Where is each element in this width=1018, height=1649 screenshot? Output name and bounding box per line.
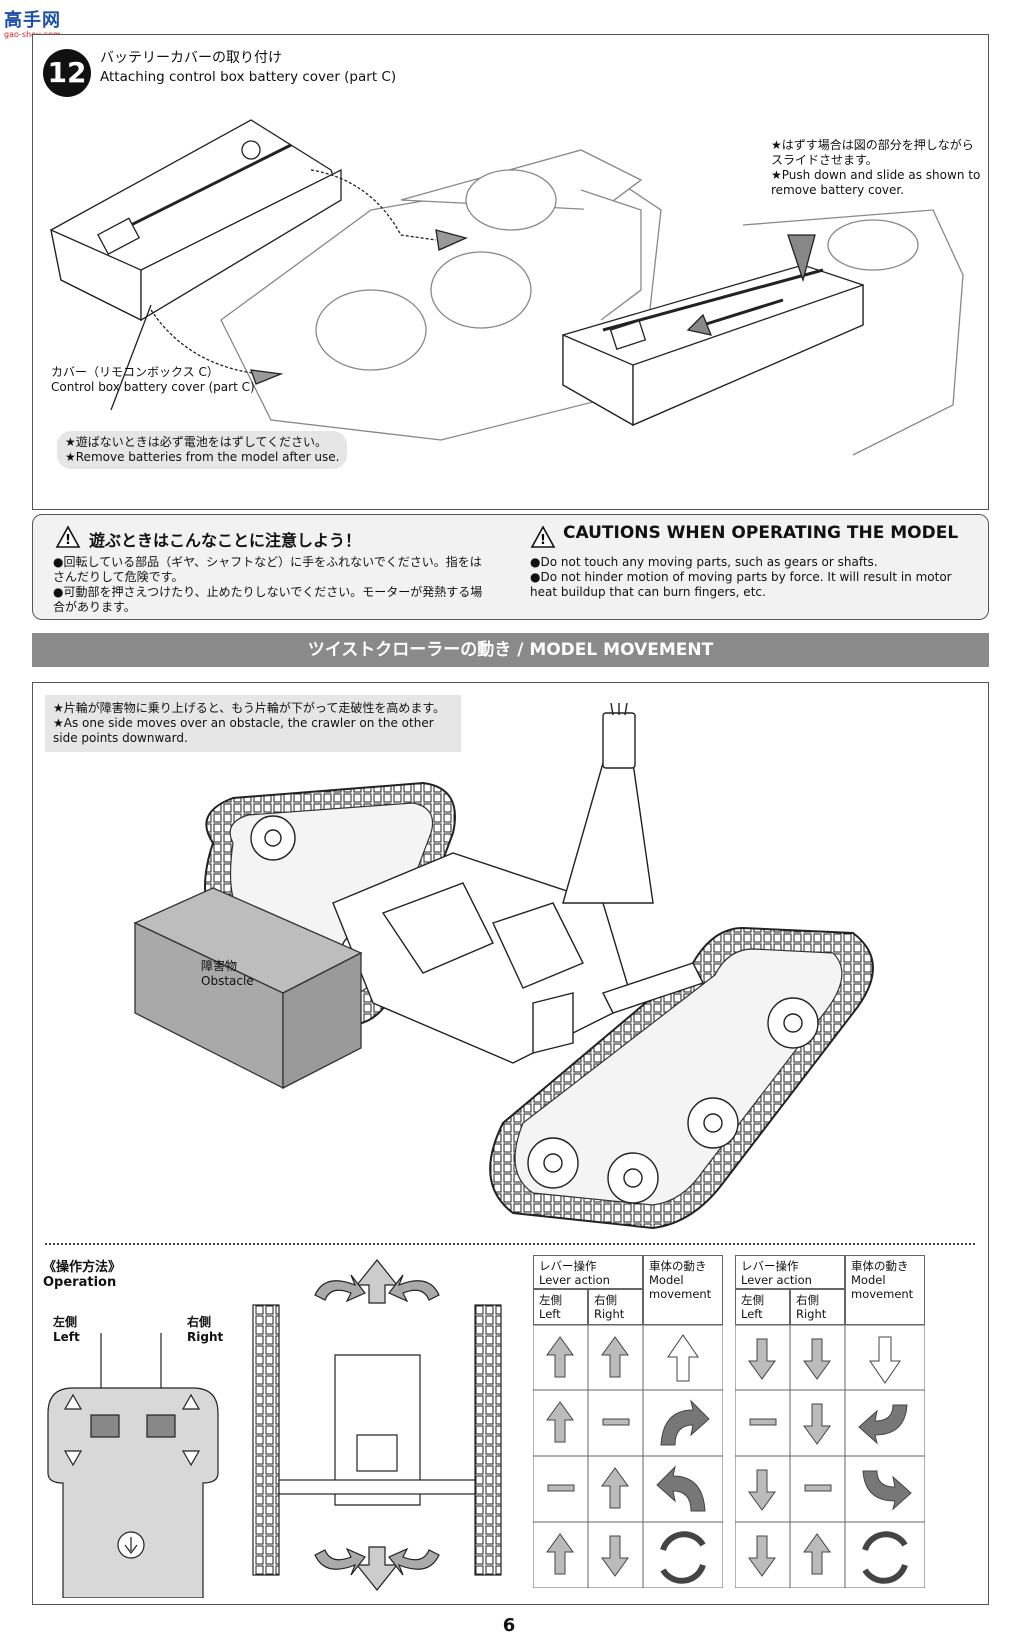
- cautions-body-en: ●Do not touch any moving parts, such as …: [530, 555, 980, 600]
- remove-cover-note-jp: ★はずす場合は図の部分を押しながらスライドさせます。: [771, 138, 974, 167]
- cautions-body-jp: ●回転している部品（ギヤ、シャフトなど）に手をふれないでください。指をはさんだり…: [53, 555, 493, 615]
- step12-title-jp: バッテリーカバーの取り付け: [100, 50, 282, 66]
- obstacle-label: 障害物 Obstacle: [201, 959, 254, 989]
- cover-callout-jp: カバー（リモコンボックス C）: [51, 365, 219, 379]
- fwd-left-en: Left: [539, 1307, 561, 1321]
- rev-table-grid: [735, 1325, 925, 1588]
- battery-cover-illustration: [50, 119, 662, 441]
- obstacle-label-en: Obstacle: [201, 974, 254, 988]
- fwd-move-en: Model movement: [649, 1273, 712, 1301]
- rev-right-jp: 右側: [796, 1293, 819, 1307]
- step12-panel: 12 バッテリーカバーの取り付け Attaching control box b…: [32, 34, 989, 510]
- fwd-right-jp: 右側: [594, 1293, 617, 1307]
- fwd-table-grid: [533, 1325, 723, 1588]
- caution-item1-en: ●Do not touch any moving parts, such as …: [530, 555, 878, 569]
- caution-item2-en: ●Do not hinder motion of moving parts by…: [530, 570, 952, 599]
- page-number: 6: [502, 1615, 516, 1636]
- dotted-separator: [45, 1243, 975, 1245]
- obstacle-label-jp: 障害物: [201, 959, 238, 973]
- remove-cover-note: ★はずす場合は図の部分を押しながらスライドさせます。 ★Push down an…: [771, 138, 981, 198]
- cautions-title-jp: 遊ぶときはこんなことに注意しよう！: [89, 531, 362, 550]
- cautions-panel: ! 遊ぶときはこんなことに注意しよう！ ●回転している部品（ギヤ、シャフトなど）…: [32, 514, 989, 620]
- fwd-lever-en: Lever action: [539, 1273, 610, 1287]
- fwd-right-header: 右側 Right: [588, 1289, 643, 1325]
- obstacle-block: [133, 887, 363, 1090]
- movement-note-en: ★As one side moves over an obstacle, the…: [53, 716, 434, 745]
- step12-title-en: Attaching control box battery cover (par…: [100, 69, 397, 85]
- operation-title-jp: 《操作方法》: [43, 1260, 122, 1275]
- fwd-move-header: 車体の動き Model movement: [643, 1255, 723, 1325]
- rev-right-header: 右側 Right: [790, 1289, 845, 1325]
- step-number: 12: [47, 56, 87, 89]
- controller-right-label: 右側 Right: [187, 1315, 223, 1345]
- controller-left-jp: 左側: [53, 1315, 78, 1329]
- step-number-badge: 12: [43, 49, 91, 97]
- fwd-lever-jp: レバー操作: [539, 1259, 597, 1273]
- caution-item2-jp: ●可動部を押さえつけたり、止めたりしないでください。モーターが発熱する場合があり…: [53, 585, 483, 614]
- rev-left-jp: 左側: [741, 1293, 764, 1307]
- battery-warning: ★遊ばないときは必ず電池をはずしてください。 ★Remove batteries…: [57, 431, 348, 469]
- movement-banner: ツイストクローラーの動き / MODEL MOVEMENT: [32, 633, 989, 667]
- rev-right-en: Right: [796, 1307, 827, 1321]
- crawler-illustration: [204, 703, 874, 1230]
- controller-right-en: Right: [187, 1330, 224, 1344]
- controller-left-label: 左側 Left: [53, 1315, 80, 1345]
- operation-table-reverse: レバー操作 Lever action 左側 Left 右側 Right 車体の動…: [735, 1255, 925, 1588]
- rev-move-header: 車体の動き Model movement: [845, 1255, 925, 1325]
- rev-move-en: Model movement: [851, 1273, 914, 1301]
- remove-cover-note-en: ★Push down and slide as shown to remove …: [771, 168, 981, 197]
- movement-panel: ★片輪が障害物に乗り上げると、もう片輪が下がって走破性を高めます。 ★As on…: [32, 682, 989, 1605]
- controller-right-jp: 右側: [187, 1315, 212, 1329]
- rev-left-en: Left: [741, 1307, 763, 1321]
- fwd-right-en: Right: [594, 1307, 625, 1321]
- controller-left-en: Left: [53, 1330, 80, 1344]
- fwd-lever-header: レバー操作 Lever action: [533, 1255, 643, 1289]
- rev-lever-jp: レバー操作: [741, 1259, 799, 1273]
- fwd-left-header: 左側 Left: [533, 1289, 588, 1325]
- cautions-title-en: CAUTIONS WHEN OPERATING THE MODEL: [563, 523, 959, 543]
- svg-text:!: !: [540, 533, 546, 548]
- cover-callout-en: Control box battery cover (part C): [51, 380, 255, 394]
- controller-illustration: [47, 1333, 219, 1598]
- watermark-logo-text: 高手网: [4, 10, 61, 31]
- operation-table-forward: レバー操作 Lever action 左側 Left 右側 Right 車体の動…: [533, 1255, 723, 1588]
- movement-note-jp: ★片輪が障害物に乗り上げると、もう片輪が下がって走破性を高めます。: [53, 701, 446, 715]
- rev-move-jp: 車体の動き: [851, 1259, 909, 1273]
- battery-warning-jp: ★遊ばないときは必ず電池をはずしてください。: [65, 435, 328, 449]
- caution-item1-jp: ●回転している部品（ギヤ、シャフトなど）に手をふれないでください。指をはさんだり…: [53, 555, 482, 584]
- rev-lever-en: Lever action: [741, 1273, 812, 1287]
- warning-icon-en: !: [530, 525, 556, 548]
- remove-cover-illustration: [562, 209, 964, 456]
- movement-banner-text: ツイストクローラーの動き / MODEL MOVEMENT: [307, 640, 714, 660]
- battery-warning-en: ★Remove batteries from the model after u…: [65, 450, 340, 464]
- svg-text:!: !: [65, 533, 71, 548]
- rev-left-header: 左側 Left: [735, 1289, 790, 1325]
- operation-title-en: Operation: [43, 1275, 117, 1290]
- operation-title: 《操作方法》 Operation: [43, 1256, 121, 1290]
- cover-callout: カバー（リモコンボックス C） Control box battery cove…: [51, 365, 255, 395]
- topview-model-illustration: [252, 1259, 502, 1591]
- movement-note: ★片輪が障害物に乗り上げると、もう片輪が下がって走破性を高めます。 ★As on…: [45, 695, 461, 752]
- rev-lever-header: レバー操作 Lever action: [735, 1255, 845, 1289]
- fwd-move-jp: 車体の動き: [649, 1259, 707, 1273]
- fwd-left-jp: 左側: [539, 1293, 562, 1307]
- warning-icon-jp: !: [55, 525, 81, 548]
